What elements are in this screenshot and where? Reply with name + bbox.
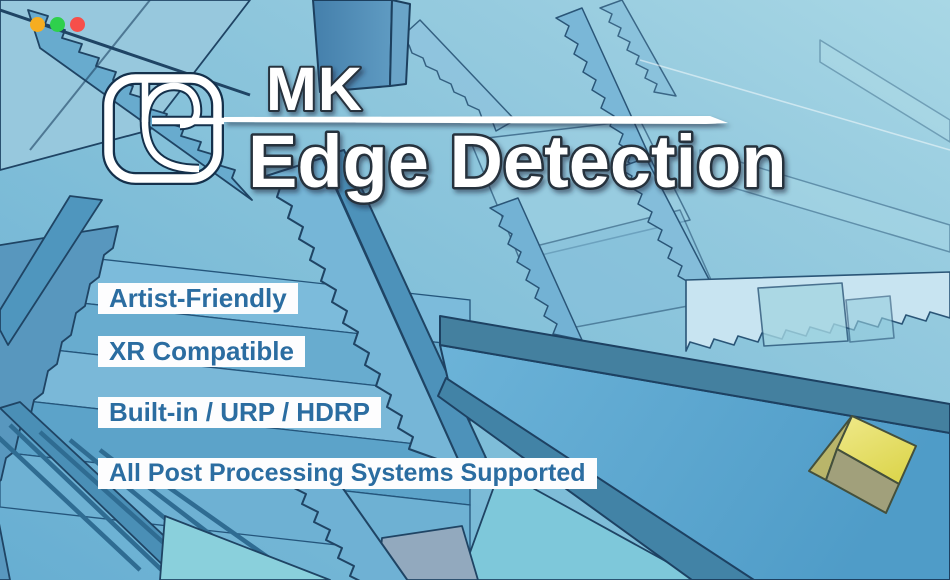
distant-structures — [397, 0, 950, 341]
sawtooth-beam-right — [685, 271, 950, 352]
feature-badge-post-processing: All Post Processing Systems Supported — [98, 458, 597, 489]
bridge — [437, 315, 950, 580]
feature-badge-xr-compatible: XR Compatible — [98, 336, 305, 367]
pillar-top-center — [312, 0, 411, 93]
bottom-platforms — [159, 469, 701, 580]
window-button-yellow[interactable] — [30, 17, 45, 32]
window-button-red[interactable] — [70, 17, 85, 32]
feature-badge-render-pipelines: Built-in / URP / HDRP — [98, 397, 381, 428]
window-button-green[interactable] — [50, 17, 65, 32]
mk-logo-icon — [102, 72, 224, 185]
yellow-cube — [808, 415, 917, 514]
feature-badge-artist-friendly: Artist-Friendly — [98, 283, 298, 314]
window-controls — [30, 17, 85, 32]
